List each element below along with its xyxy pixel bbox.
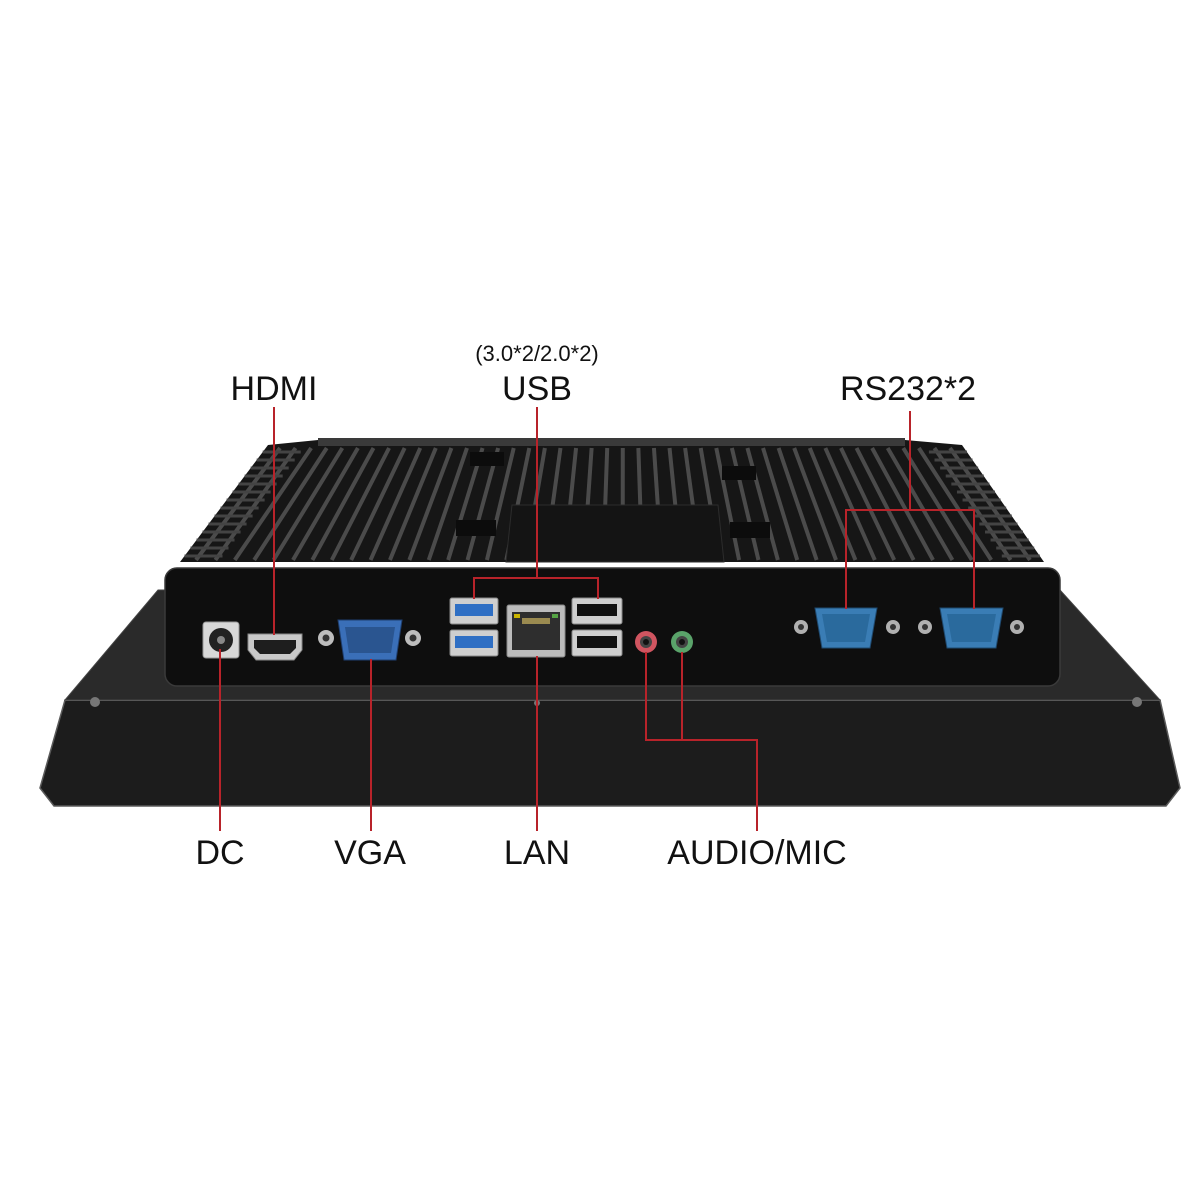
heatsink-fin xyxy=(885,446,955,562)
heatsink-fin xyxy=(870,447,935,561)
audio-jack-icon xyxy=(671,631,693,653)
labels: HDMI (3.0*2/2.0*2) USB RS232*2 DC VGA LA… xyxy=(195,341,976,872)
usb3-ports-icon xyxy=(449,597,499,657)
heatsink-fin xyxy=(901,446,974,562)
heatsink-fin xyxy=(823,447,877,561)
heatsink-fin xyxy=(839,447,897,561)
screw-icon xyxy=(90,697,100,707)
heatsink-fin xyxy=(388,447,438,561)
callout-usb xyxy=(473,407,599,599)
callout-rs232 xyxy=(845,411,975,609)
heatsink-fin xyxy=(407,447,454,561)
heatsink-fin xyxy=(291,446,360,562)
heatsink-fin xyxy=(233,446,313,562)
label-hdmi: HDMI xyxy=(231,370,318,408)
mount-bracket-left-top xyxy=(470,452,504,466)
heatsink-fin xyxy=(917,446,993,562)
callout-lines xyxy=(219,407,975,831)
heatsink-fin xyxy=(329,447,391,561)
mount-bracket-left-bottom xyxy=(456,520,496,536)
label-audio-mic: AUDIO/MIC xyxy=(667,834,846,872)
heatsink-fin xyxy=(310,447,376,561)
vga-port-icon xyxy=(318,619,421,661)
label-usb: USB xyxy=(502,370,572,408)
heatsink-side-fins xyxy=(184,450,1040,558)
callout-audio-mic xyxy=(645,652,758,831)
label-dc: DC xyxy=(195,834,244,872)
label-lan: LAN xyxy=(504,834,570,872)
mounting-plate xyxy=(505,504,725,563)
heatsink-fin xyxy=(792,447,838,561)
label-usb-spec: (3.0*2/2.0*2) xyxy=(475,341,599,366)
dc-jack-icon xyxy=(202,621,240,659)
heatsink-fin xyxy=(426,447,469,561)
heatsink-fin xyxy=(368,447,423,561)
heatsink-fin xyxy=(854,447,916,561)
heatsink-fin xyxy=(714,447,742,561)
ports xyxy=(202,597,1024,661)
usb2-ports-icon xyxy=(571,597,623,657)
screw-icon xyxy=(1132,697,1142,707)
front-bezel-face xyxy=(39,699,1181,807)
heatsink-fin xyxy=(761,447,800,561)
mount-bracket-right-bottom xyxy=(730,522,770,538)
rs232-port-1-icon xyxy=(794,607,900,649)
mic-jack-icon xyxy=(635,631,657,653)
mount-bracket-right-top xyxy=(722,466,756,480)
heatsink-top-rail xyxy=(318,438,905,446)
heatsink-fin xyxy=(349,447,407,561)
rs232-port-2-icon xyxy=(918,607,1024,649)
lan-port-icon xyxy=(506,604,566,658)
heatsink-fin xyxy=(484,447,516,561)
heatsink-fin xyxy=(446,447,485,561)
hdmi-port-icon xyxy=(247,633,303,661)
heatsink-fin xyxy=(776,447,819,561)
heatsink-fin xyxy=(252,446,329,562)
label-rs232: RS232*2 xyxy=(840,370,976,408)
heatsink-fin xyxy=(807,447,858,561)
heatsink-fin xyxy=(271,446,345,562)
label-vga: VGA xyxy=(334,834,406,872)
heatsink-fin xyxy=(465,447,501,561)
